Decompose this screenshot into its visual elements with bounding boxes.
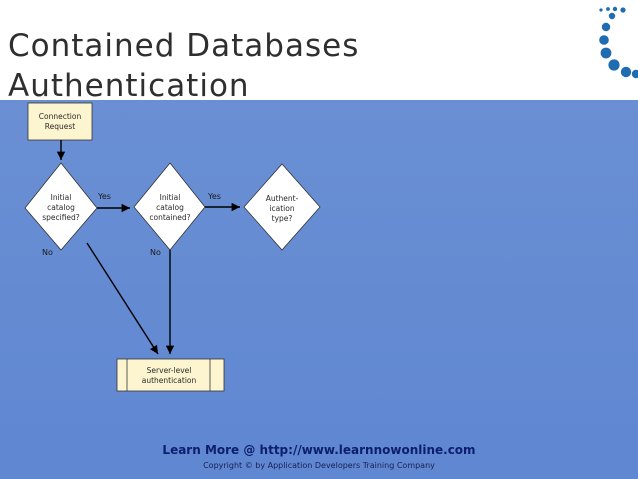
decision2-text-1: Initial (160, 193, 181, 202)
slide-title-line-1: Contained Databases (8, 28, 360, 64)
connector-decision1-no (86, 242, 159, 355)
decision3-text-1: Authent- (266, 194, 299, 203)
footer-copyright: Copyright © by Application Developers Tr… (203, 461, 435, 470)
connection-request-text-1: Connection (39, 112, 82, 121)
label-no-2: No (150, 248, 161, 257)
decision2-text-3: contained? (149, 213, 190, 222)
label-no-1: No (42, 248, 53, 257)
decision3-text-3: type? (272, 214, 293, 223)
decision2-text-2: catalog (156, 203, 184, 212)
decision-authentication-type: Authent- ication type? (243, 163, 321, 251)
decision1-text-3: specified? (42, 213, 80, 222)
server-level-text-1: Server-level (147, 366, 192, 375)
decision-initial-catalog-contained: Initial catalog contained? (133, 162, 206, 251)
dotted-arc-logo-icon (599, 6, 638, 79)
connection-request-box: Connection Request (27, 102, 93, 141)
server-level-authentication-box: Server-level authentication (116, 358, 225, 392)
label-yes-1: Yes (97, 192, 111, 201)
decision1-text-1: Initial (51, 193, 72, 202)
server-level-text-2: authentication (142, 376, 197, 385)
slide-title-line-2: Authentication (8, 68, 250, 104)
footer-learn-more-link[interactable]: Learn More @ http://www.learnnowonline.c… (162, 443, 476, 457)
decision3-text-2: ication (269, 204, 294, 213)
decision-initial-catalog-specified: Initial catalog specified? (24, 162, 98, 251)
decision1-text-2: catalog (47, 203, 75, 212)
label-yes-2: Yes (207, 192, 221, 201)
connection-request-text-2: Request (45, 122, 76, 131)
